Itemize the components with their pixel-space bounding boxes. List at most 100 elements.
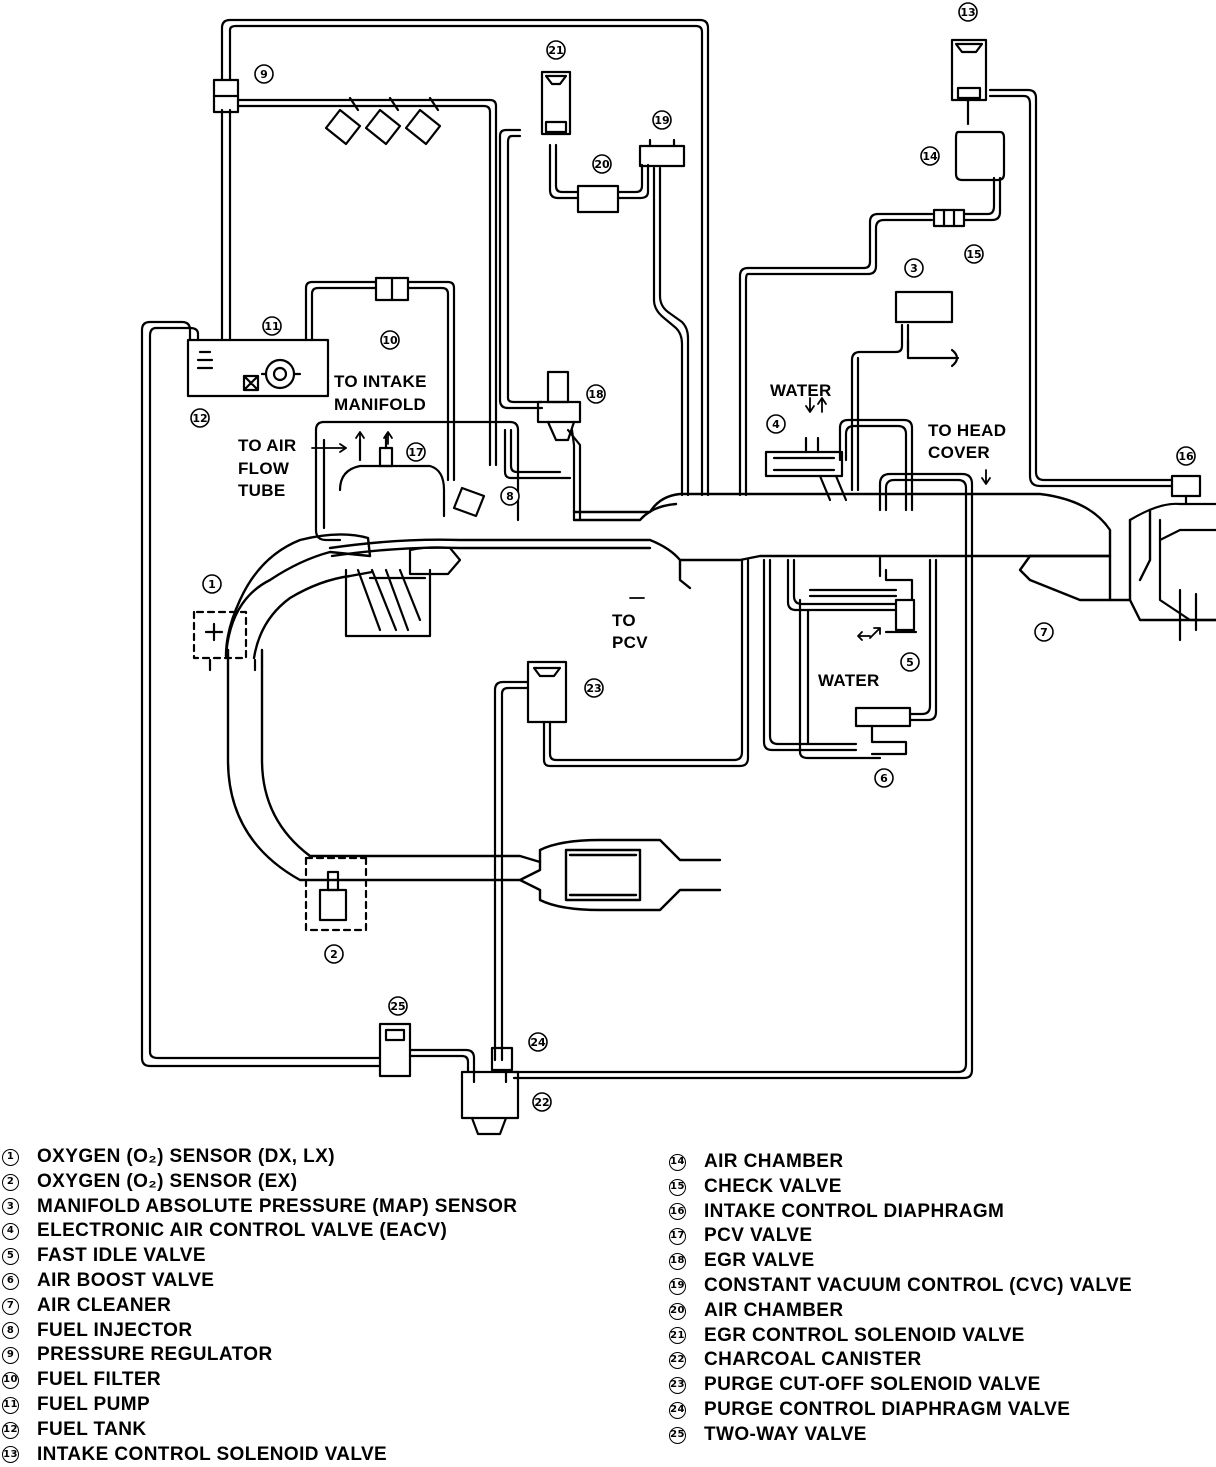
legend-text: AIR BOOST VALVE: [37, 1269, 215, 1291]
fuel-tank: [186, 338, 330, 398]
fast-idle-valve: [884, 598, 918, 634]
callout-numbers: 1 2 3 4 5 6 7 8 9 10 11 12 13 14 15 16 1…: [192, 6, 1194, 1109]
callout-number: 13: [960, 6, 975, 19]
legend-number: 6: [2, 1272, 19, 1290]
callout-number: 20: [594, 158, 610, 171]
callout-8: [500, 486, 520, 506]
callout-4: [766, 414, 786, 434]
legend-text: OXYGEN (O₂) SENSOR (DX, LX): [37, 1146, 335, 1167]
legend-text: PRESSURE REGULATOR: [37, 1344, 273, 1366]
purge-cutoff-solenoid: [526, 660, 568, 724]
air-cleaner: [1128, 502, 1216, 642]
callout-number: 14: [922, 150, 938, 163]
diagram-labels: TO INTAKE MANIFOLD TO AIR FLOW TUBE WATE…: [238, 372, 1006, 690]
callout-1: [202, 574, 222, 594]
callout-2: [324, 944, 344, 964]
label-water-top: WATER: [770, 381, 832, 400]
legend-number: 2: [2, 1173, 19, 1191]
legend-number: 5: [2, 1248, 19, 1266]
emission-vacuum-diagram: 1 2 3 4 5 6 7 8 9 10 11 12 13 14 15 16 1…: [140, 2, 1216, 1136]
egr-valve: [536, 370, 582, 442]
legend-number: 23: [669, 1377, 686, 1395]
legend-text: INTAKE CONTROL DIAPHRAGM: [704, 1200, 1005, 1222]
callout-number: 8: [506, 490, 514, 503]
callout-9: [254, 64, 274, 84]
legend-item: 6 AIR BOOST VALVE: [2, 1269, 517, 1294]
legend-number: 19: [669, 1277, 686, 1295]
callout-number: 25: [390, 1000, 405, 1013]
callout-number: 17: [408, 446, 423, 459]
legend-text: OXYGEN (O₂) SENSOR (EX): [37, 1170, 298, 1192]
legend-text: CONSTANT VACUUM CONTROL (CVC) VALVE: [704, 1274, 1133, 1296]
label-to-pcv-1: TO: [612, 611, 636, 630]
legend-item: 19 CONSTANT VACUUM CONTROL (CVC) VALVE: [669, 1274, 1132, 1299]
callout-5: [900, 652, 920, 672]
legend-text: FUEL PUMP: [37, 1393, 151, 1415]
callout-number: 23: [586, 682, 601, 695]
legend-text: CHECK VALVE: [704, 1175, 842, 1197]
callout-number: 9: [260, 68, 268, 81]
legend-number: 13: [2, 1446, 19, 1464]
callout-23: [584, 678, 604, 698]
vacuum-hoses: [140, 18, 1174, 1080]
callout-number: 12: [192, 412, 207, 425]
callout-19: [652, 110, 672, 130]
legend-text: INTAKE CONTROL SOLENOID VALVE: [37, 1443, 388, 1465]
legend-number: 12: [2, 1421, 19, 1439]
legend-number: 3: [2, 1198, 19, 1216]
legend-text: FUEL INJECTOR: [37, 1319, 193, 1341]
callout-number: 5: [906, 656, 914, 669]
legend-number: 10: [2, 1372, 19, 1390]
legend-text: MANIFOLD ABSOLUTE PRESSURE (MAP) SENSOR: [37, 1195, 518, 1217]
legend-text: AIR CHAMBER: [704, 1299, 844, 1321]
legend-item: 5 FAST IDLE VALVE: [2, 1244, 517, 1269]
eacv: [764, 436, 848, 502]
pressure-regulator: [212, 78, 240, 114]
legend-number: 22: [669, 1352, 686, 1370]
callout-number: 18: [588, 388, 603, 401]
label-to-pcv-2: PCV: [612, 633, 648, 652]
intake-manifold: [328, 492, 1216, 622]
legend-number: 1: [2, 1148, 19, 1166]
label-to-air-3: TUBE: [238, 481, 285, 500]
callout-13: [958, 2, 978, 22]
air-chamber-14: [954, 130, 1006, 182]
intake-control-solenoid: [950, 38, 988, 126]
throttle-body: [314, 420, 520, 638]
legend-number: 21: [669, 1327, 686, 1345]
label-to-air-1: TO AIR: [238, 436, 296, 455]
oxygen-sensor-1: [192, 610, 257, 672]
callout-number: 3: [910, 262, 918, 275]
legend-number: 25: [669, 1426, 686, 1444]
legend-item: 3 MANIFOLD ABSOLUTE PRESSURE (MAP) SENSOR: [2, 1195, 517, 1220]
legend-item: 18 EGR VALVE: [669, 1249, 1132, 1274]
callout-21: [546, 40, 566, 60]
legend-text: EGR VALVE: [704, 1250, 815, 1272]
legend-number: 14: [669, 1153, 686, 1171]
callout-number: 2: [330, 948, 338, 961]
callout-15: [964, 244, 984, 264]
legend-number: 16: [669, 1203, 686, 1221]
legend-text: PCV VALVE: [704, 1225, 813, 1247]
legend-item: 2 OXYGEN (O₂) SENSOR (EX): [2, 1170, 517, 1195]
callout-number: 7: [1040, 626, 1048, 639]
legend-item: 16 INTAKE CONTROL DIAPHRAGM: [669, 1200, 1132, 1225]
legend-text: FAST IDLE VALVE: [37, 1245, 206, 1267]
legend-text: FUEL FILTER: [37, 1369, 162, 1391]
label-to-intake-2: MANIFOLD: [334, 395, 426, 414]
callout-17: [406, 442, 426, 462]
callout-24: [528, 1032, 548, 1052]
legend-number: 18: [669, 1253, 686, 1271]
air-boost-valve: [854, 706, 912, 756]
oxygen-sensor-2: [304, 856, 368, 932]
legend-number: 20: [669, 1302, 686, 1320]
callout-7: [1034, 622, 1054, 642]
purge-control-diaphragm: [490, 1046, 514, 1072]
